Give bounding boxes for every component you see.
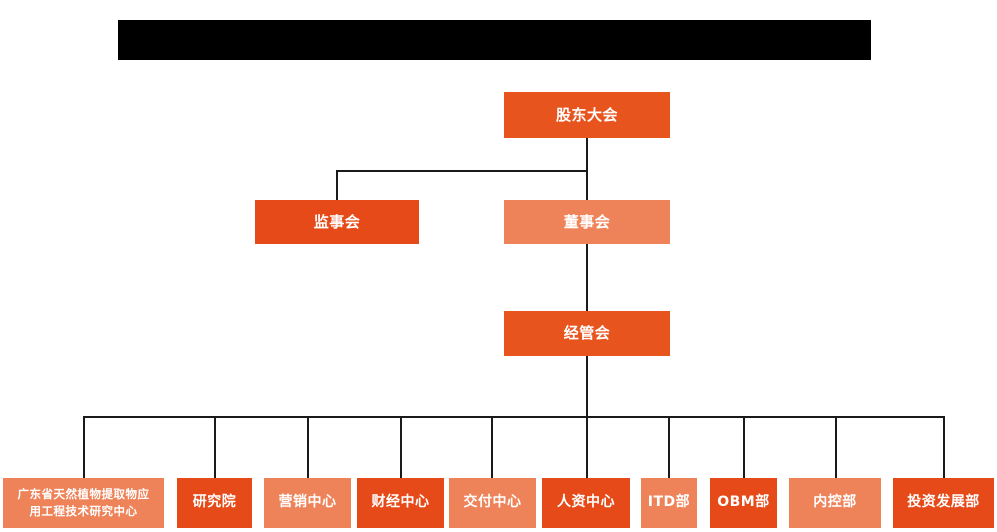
- connector-level2-bus: [336, 170, 588, 172]
- connector-department-bus: [83, 416, 943, 418]
- node-itd-department[interactable]: ITD部: [641, 478, 697, 528]
- connector-drop-finance-center: [400, 416, 402, 478]
- connector-drop-supervisors: [336, 170, 338, 200]
- connector-shareholders-trunk: [586, 138, 588, 172]
- node-marketing-center-label: 营销中心: [278, 494, 337, 511]
- node-supervisors-label: 监事会: [313, 212, 361, 231]
- node-internal-control-department-label: 内控部: [813, 494, 857, 511]
- connector-drop-internal-control-department: [835, 416, 837, 478]
- node-finance-center-label: 财经中心: [371, 494, 430, 511]
- connector-drop-investment-development-department: [943, 416, 945, 478]
- node-delivery-center[interactable]: 交付中心: [449, 478, 536, 528]
- node-obm-department-label: OBM部: [717, 494, 770, 511]
- node-management[interactable]: 经管会: [504, 311, 670, 356]
- node-internal-control-department[interactable]: 内控部: [789, 478, 881, 528]
- redacted-title-bar: [118, 20, 871, 60]
- node-shareholders[interactable]: 股东大会: [504, 92, 670, 138]
- node-directors-label: 董事会: [563, 212, 611, 231]
- node-marketing-center[interactable]: 营销中心: [264, 478, 351, 528]
- node-research-center-label: 广东省天然植物提取物应 用工程技术研究中心: [17, 487, 150, 518]
- connector-drop-research-center: [83, 416, 85, 478]
- connector-management-bus: [586, 356, 588, 418]
- connector-drop-itd-department: [668, 416, 670, 478]
- node-obm-department[interactable]: OBM部: [710, 478, 777, 528]
- node-delivery-center-label: 交付中心: [463, 494, 522, 511]
- node-hr-center[interactable]: 人资中心: [542, 478, 630, 528]
- connector-drop-directors: [586, 170, 588, 200]
- node-investment-development-department-label: 投资发展部: [907, 494, 980, 511]
- node-directors[interactable]: 董事会: [504, 200, 670, 244]
- connector-drop-hr-center: [586, 416, 588, 478]
- connector-drop-marketing-center: [307, 416, 309, 478]
- connector-drop-obm-department: [743, 416, 745, 478]
- node-investment-development-department[interactable]: 投资发展部: [893, 478, 994, 528]
- node-hr-center-label: 人资中心: [557, 494, 615, 511]
- node-itd-department-label: ITD部: [647, 494, 691, 511]
- node-institute[interactable]: 研究院: [177, 478, 252, 528]
- node-management-label: 经管会: [563, 324, 611, 343]
- node-shareholders-label: 股东大会: [555, 105, 618, 124]
- node-institute-label: 研究院: [192, 494, 237, 511]
- node-supervisors[interactable]: 监事会: [255, 200, 419, 244]
- node-finance-center[interactable]: 财经中心: [357, 478, 444, 528]
- connector-drop-delivery-center: [491, 416, 493, 478]
- node-research-center[interactable]: 广东省天然植物提取物应 用工程技术研究中心: [3, 478, 164, 528]
- connector-drop-institute: [214, 416, 216, 478]
- connector-directors-management: [586, 243, 588, 311]
